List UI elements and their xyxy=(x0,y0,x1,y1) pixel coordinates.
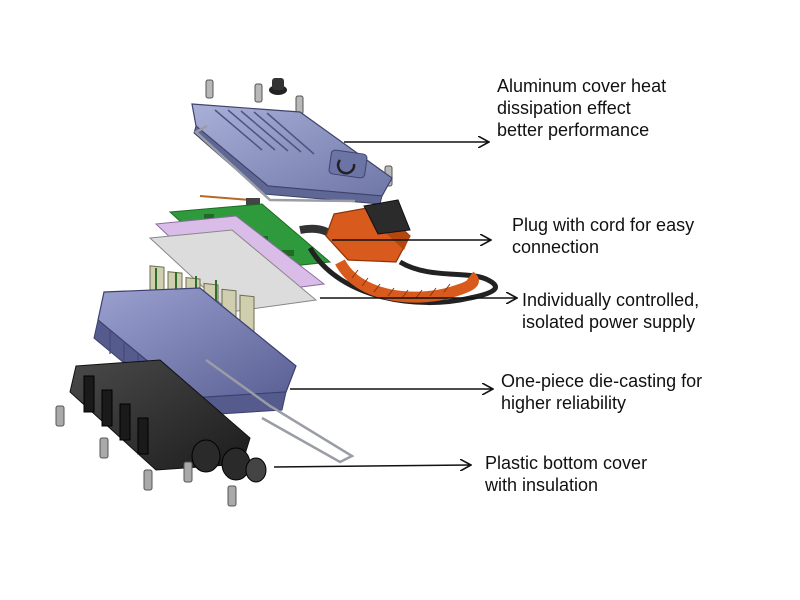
plastic-bottom-cover xyxy=(55,359,267,507)
callout-line: Aluminum cover heat xyxy=(497,76,667,96)
plug-with-cord xyxy=(299,199,498,305)
callout-line: One-piece die-casting for xyxy=(501,371,703,391)
callout-line: Individually controlled, xyxy=(522,290,700,310)
bottom-ports xyxy=(191,439,267,483)
callout-plug-cord: Plug with cord for easy connection xyxy=(512,214,694,258)
callout-line: Plastic bottom cover xyxy=(485,453,648,473)
callout-line: better performance xyxy=(497,120,650,140)
aluminum-cover xyxy=(191,78,393,205)
cover-knob xyxy=(269,78,287,95)
callout-line: with insulation xyxy=(485,475,599,495)
callout-line: Plug with cord for easy xyxy=(512,215,695,235)
callout-power-supply: Individually controlled, isolated power … xyxy=(522,289,699,333)
arrow-bottom-cover xyxy=(273,465,470,467)
callout-line: dissipation effect xyxy=(497,98,631,118)
bottom-screws xyxy=(55,405,237,507)
callout-bottom-cover: Plastic bottom cover with insulation xyxy=(485,452,647,496)
callout-aluminum-cover: Aluminum cover heat dissipation effect b… xyxy=(497,75,666,141)
callout-line: isolated power supply xyxy=(522,312,696,332)
callout-die-casting: One-piece die-casting for higher reliabi… xyxy=(501,370,702,414)
callout-arrows xyxy=(273,142,516,467)
callout-line: connection xyxy=(512,237,600,257)
callout-line: higher reliability xyxy=(501,393,627,413)
